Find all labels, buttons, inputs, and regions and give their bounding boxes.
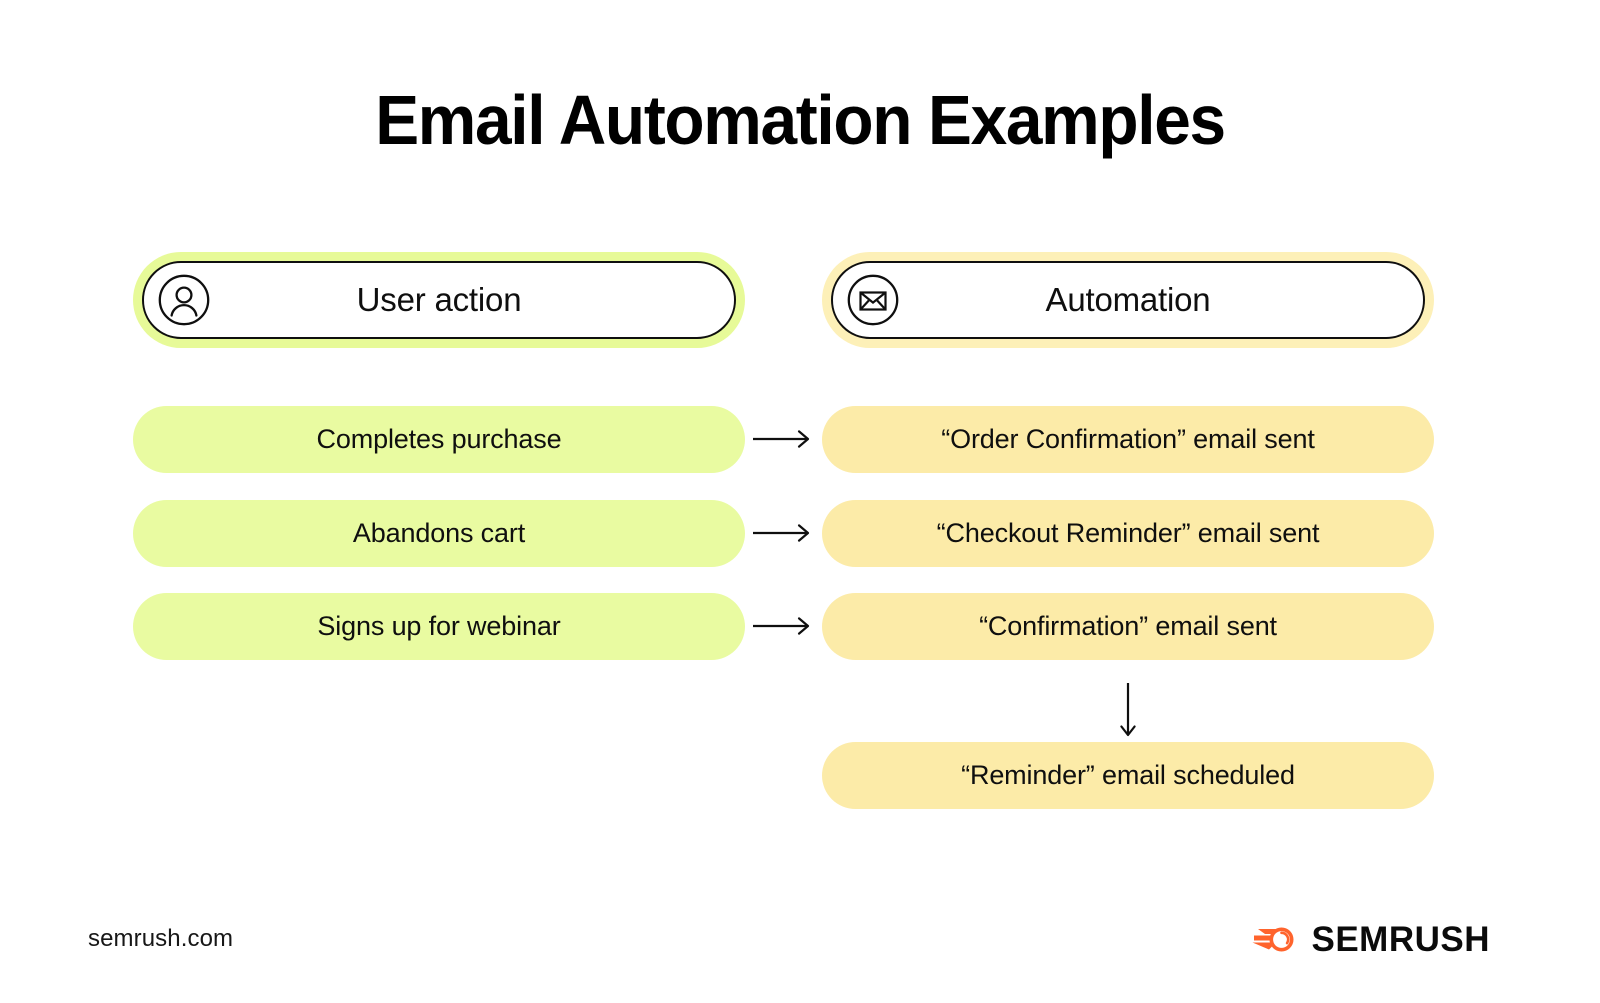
column-header-user-action-inner: User action	[142, 261, 736, 339]
automation-pill-followup: “Reminder” email scheduled	[822, 742, 1434, 809]
semrush-comet-logo-icon	[1252, 922, 1298, 956]
user-action-pill-2: Abandons cart	[133, 500, 745, 567]
semrush-wordmark: SEMRUSH	[1311, 919, 1490, 959]
page-title: Email Automation Examples	[375, 81, 1226, 159]
semrush-logo: SEMRUSH	[1252, 918, 1490, 960]
column-header-user-action-label: User action	[356, 281, 522, 318]
column-header-automation: Automation	[822, 252, 1434, 348]
user-action-pill-1: Completes purchase	[133, 406, 745, 473]
arrow-down-icon	[1114, 682, 1142, 742]
envelope-icon	[847, 274, 899, 326]
arrow-right-icon-3	[752, 613, 814, 639]
person-icon	[158, 274, 210, 326]
automation-pill-3: “Confirmation” email sent	[822, 593, 1434, 660]
column-header-automation-inner: Automation	[831, 261, 1425, 339]
column-header-automation-label: Automation	[1045, 281, 1211, 318]
arrow-right-icon-1	[752, 426, 814, 452]
user-action-pill-3: Signs up for webinar	[133, 593, 745, 660]
automation-pill-1: “Order Confirmation” email sent	[822, 406, 1434, 473]
column-header-user-action: User action	[133, 252, 745, 348]
footer-site-url: semrush.com	[88, 925, 234, 952]
arrow-right-icon-2	[752, 520, 814, 546]
automation-pill-2: “Checkout Reminder” email sent	[822, 500, 1434, 567]
